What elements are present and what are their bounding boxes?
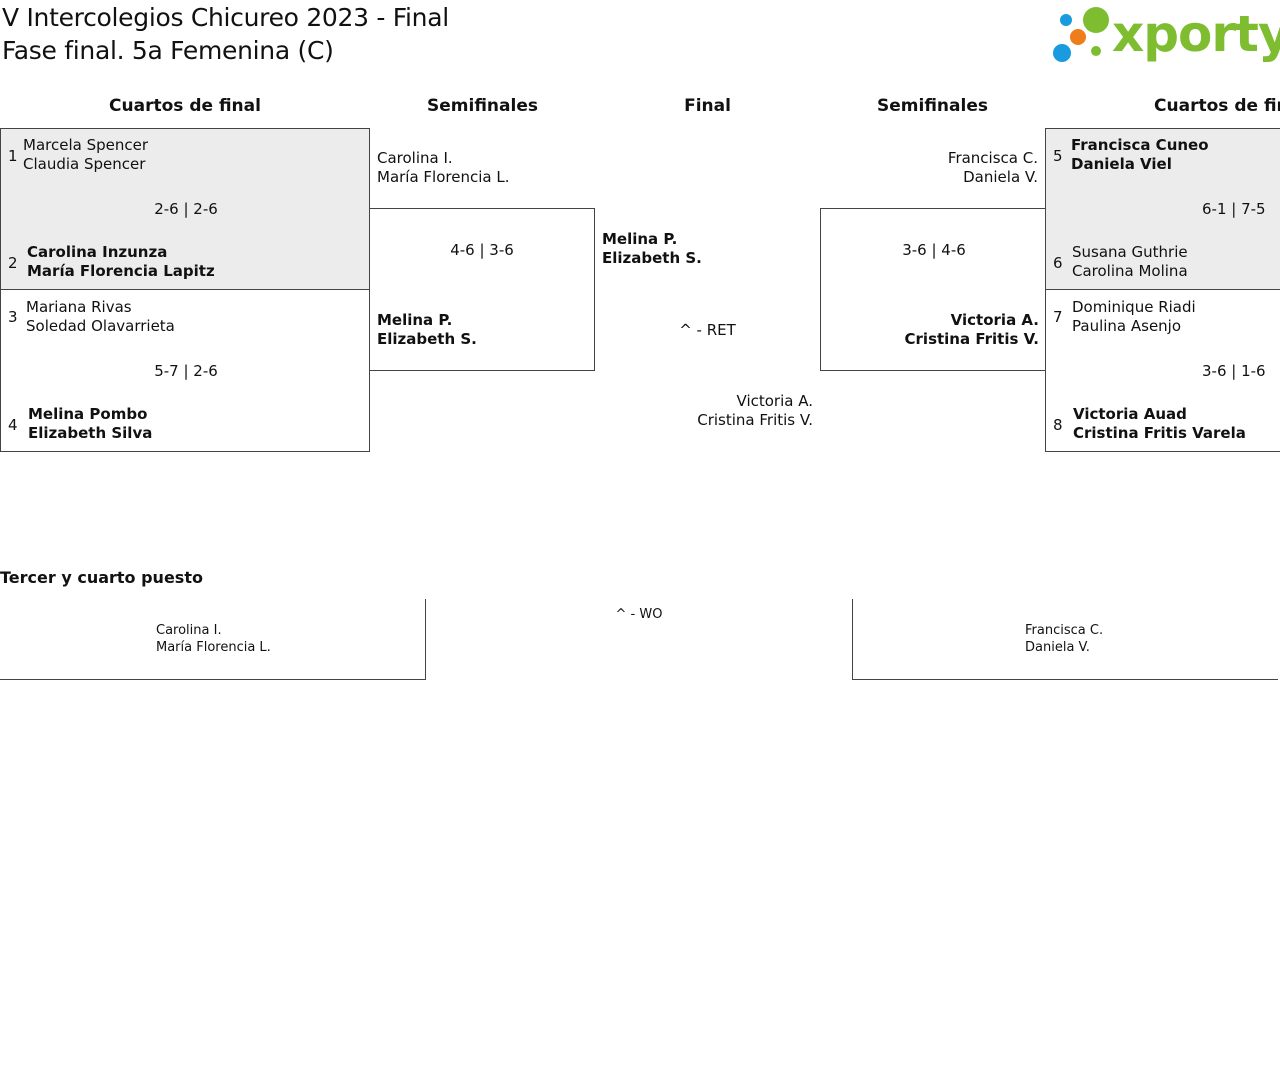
winner-name: Victoria Auad <box>1073 405 1187 423</box>
player-name: Victoria A. <box>736 392 813 410</box>
final-runner-up-team: Victoria A. Cristina Fritis V. <box>600 392 813 430</box>
match-quarterfinal-4[interactable]: 7 Dominique Riadi Paulina Asenjo 3-6 | 1… <box>1045 289 1280 452</box>
player-name: Daniela V. <box>963 168 1038 186</box>
winner-name: Elizabeth Silva <box>28 424 153 442</box>
player-name: Francisca C. <box>1025 623 1104 638</box>
player-name: Claudia Spencer <box>23 155 146 173</box>
player-name: Francisca C. <box>947 149 1038 167</box>
third-place-right-connector <box>852 599 853 680</box>
round-header-final: Final <box>684 96 731 116</box>
match-score: 3-6 | 4-6 <box>902 241 966 259</box>
third-place-title: Tercer y cuarto puesto <box>0 568 203 587</box>
match-quarterfinal-1[interactable]: 1 Marcela Spencer Claudia Spencer 2-6 | … <box>0 128 370 290</box>
player-name: Cristina Fritis V. <box>697 411 813 429</box>
third-place-team-left[interactable]: Carolina I. María Florencia L. <box>156 622 271 656</box>
logo-text: xporty <box>1112 5 1280 63</box>
final-score: ^ - RET <box>679 321 736 339</box>
winner-name: Daniela Viel <box>1071 155 1172 173</box>
match-score: 2-6 | 2-6 <box>154 200 218 218</box>
third-place-right-baseline <box>852 679 1278 680</box>
winner-name: Carolina Inzunza <box>27 243 168 261</box>
page-subtitle: Fase final. 5a Femenina (C) <box>2 36 334 65</box>
semifinal-right-top-team: Francisca C. Daniela V. <box>820 149 1038 187</box>
player-name: Carolina I. <box>156 623 222 638</box>
match-semifinal-left[interactable]: 4-6 | 3-6 Melina P. Elizabeth S. <box>369 208 595 371</box>
match-semifinal-right[interactable]: 3-6 | 4-6 Victoria A. Cristina Fritis V. <box>820 208 1046 371</box>
player-name: Paulina Asenjo <box>1072 317 1182 335</box>
player-name: Daniela V. <box>1025 640 1090 655</box>
seed-number: 3 <box>8 308 18 326</box>
match-score: 4-6 | 3-6 <box>450 241 514 259</box>
xporty-logo[interactable]: xporty <box>1050 4 1280 68</box>
player-name: Marcela Spencer <box>23 136 148 154</box>
winner-name: Melina Pombo <box>28 405 148 423</box>
player-name: María Florencia L. <box>156 640 271 655</box>
round-header-semifinals-right: Semifinales <box>877 96 988 116</box>
winner-name: María Florencia Lapitz <box>27 262 215 280</box>
match-score: 6-1 | 7-5 <box>1202 200 1266 218</box>
seed-number: 8 <box>1053 416 1063 434</box>
player-name: Susana Guthrie <box>1072 243 1188 261</box>
player-name: Soledad Olavarrieta <box>26 317 175 335</box>
round-header-quarterfinals-left: Cuartos de final <box>109 96 261 116</box>
match-quarterfinal-2[interactable]: 3 Mariana Rivas Soledad Olavarrieta 5-7 … <box>0 289 370 452</box>
final-winner-team: Melina P. Elizabeth S. <box>602 230 702 268</box>
match-score: 5-7 | 2-6 <box>154 362 218 380</box>
seed-number: 6 <box>1053 254 1063 272</box>
winner-name: Elizabeth S. <box>377 330 477 348</box>
winner-name: Victoria A. <box>950 311 1039 329</box>
semifinal-left-top-team: Carolina I. María Florencia L. <box>377 149 509 187</box>
round-header-quarterfinals-right: Cuartos de final <box>1154 96 1280 116</box>
seed-number: 1 <box>8 147 18 165</box>
winner-name: Cristina Fritis V. <box>904 330 1039 348</box>
winner-name: Elizabeth S. <box>602 249 702 267</box>
match-score: 3-6 | 1-6 <box>1202 362 1266 380</box>
winner-name: Francisca Cuneo <box>1071 136 1209 154</box>
player-name: Carolina Molina <box>1072 262 1188 280</box>
player-name: Dominique Riadi <box>1072 298 1196 316</box>
third-place-left-connector <box>425 599 426 680</box>
round-header-semifinals-left: Semifinales <box>427 96 538 116</box>
seed-number: 2 <box>8 254 18 272</box>
winner-name: Melina P. <box>602 230 678 248</box>
match-quarterfinal-3[interactable]: 5 Francisca Cuneo Daniela Viel 6-1 | 7-5… <box>1045 128 1280 290</box>
player-name: Carolina I. <box>377 149 453 167</box>
seed-number: 5 <box>1053 147 1063 165</box>
seed-number: 7 <box>1053 308 1063 326</box>
xporty-logo-mark <box>1053 7 1109 62</box>
third-place-left-baseline <box>0 679 426 680</box>
third-place-team-right[interactable]: Francisca C. Daniela V. <box>1025 622 1103 656</box>
winner-name: Cristina Fritis Varela <box>1073 424 1246 442</box>
third-place-score: ^ - WO <box>615 607 663 622</box>
player-name: María Florencia L. <box>377 168 510 186</box>
page-title: V Intercolegios Chicureo 2023 - Final <box>2 3 449 32</box>
winner-name: Melina P. <box>377 311 453 329</box>
seed-number: 4 <box>8 416 18 434</box>
player-name: Mariana Rivas <box>26 298 132 316</box>
